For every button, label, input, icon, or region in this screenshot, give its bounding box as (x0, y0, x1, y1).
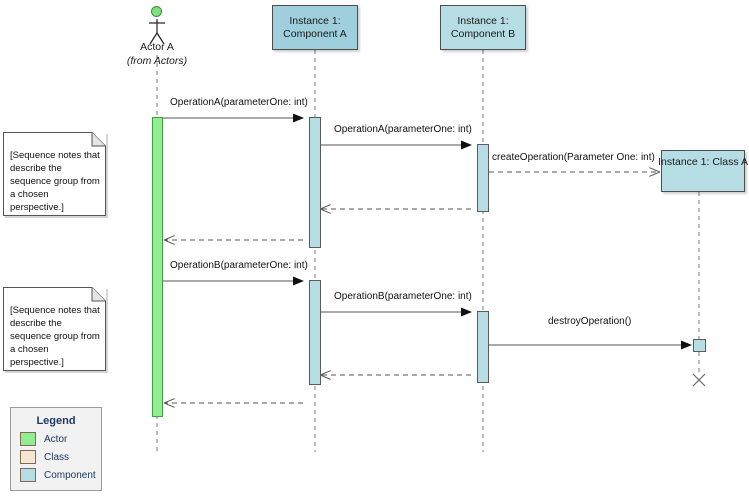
note-1[interactable]: [Sequence notes that describe the sequen… (3, 132, 106, 216)
participant-class-a[interactable]: Instance 1: Class A (658, 150, 748, 192)
legend-label-class: Class (44, 451, 70, 463)
participant-component-a-line2: Component A (283, 27, 347, 40)
activation-actor-a (152, 117, 163, 417)
message-label-m3: createOperation(Parameter One: int) (492, 152, 655, 163)
actor-name-label: Actor A (140, 41, 174, 53)
activation-component-b-2 (477, 311, 489, 383)
legend-item-component: Component (20, 468, 96, 482)
legend-item-actor: Actor (20, 432, 92, 446)
legend-label-actor: Actor (44, 433, 68, 445)
legend-panel: Legend Actor Class Component (10, 407, 102, 491)
message-label-m2: OperationA(parameterOne: int) (334, 124, 472, 135)
note-1-text: [Sequence notes that describe the sequen… (10, 150, 100, 213)
note-2[interactable]: [Sequence notes that describe the sequen… (3, 287, 106, 371)
actor-stick-figure (149, 19, 165, 45)
activation-class-a-destroy (693, 339, 706, 352)
note-2-shape (3, 287, 106, 371)
legend-item-class: Class (20, 450, 92, 464)
legend-label-component: Component (44, 469, 96, 481)
message-label-m1: OperationA(parameterOne: int) (170, 97, 308, 108)
legend-swatch-class (20, 450, 36, 464)
note-2-text: [Sequence notes that describe the sequen… (10, 305, 100, 368)
participant-component-a[interactable]: Instance 1: Component A (272, 5, 358, 50)
participant-component-b-line1: Instance 1: (457, 14, 509, 27)
message-label-m6: OperationB(parameterOne: int) (170, 260, 308, 271)
activation-component-b-1 (477, 144, 489, 212)
message-label-m8: destroyOperation() (548, 316, 632, 327)
destroy-x-icon (692, 373, 706, 387)
activation-component-a-2 (309, 280, 321, 385)
participant-class-a-line1: Instance 1: Class A (658, 156, 748, 168)
actor-head-icon (151, 6, 162, 17)
actor-stereotype-label: (from Actors) (126, 55, 188, 67)
legend-swatch-actor (20, 432, 36, 446)
participant-component-b[interactable]: Instance 1: Component B (440, 5, 526, 50)
activation-component-a-1 (309, 117, 321, 248)
message-label-m7: OperationB(parameterOne: int) (334, 291, 472, 302)
participant-component-b-line2: Component B (450, 27, 516, 40)
legend-swatch-component (20, 468, 36, 482)
note-1-shape (3, 132, 106, 216)
participant-component-a-line1: Instance 1: (289, 14, 341, 27)
legend-title: Legend (36, 415, 76, 427)
